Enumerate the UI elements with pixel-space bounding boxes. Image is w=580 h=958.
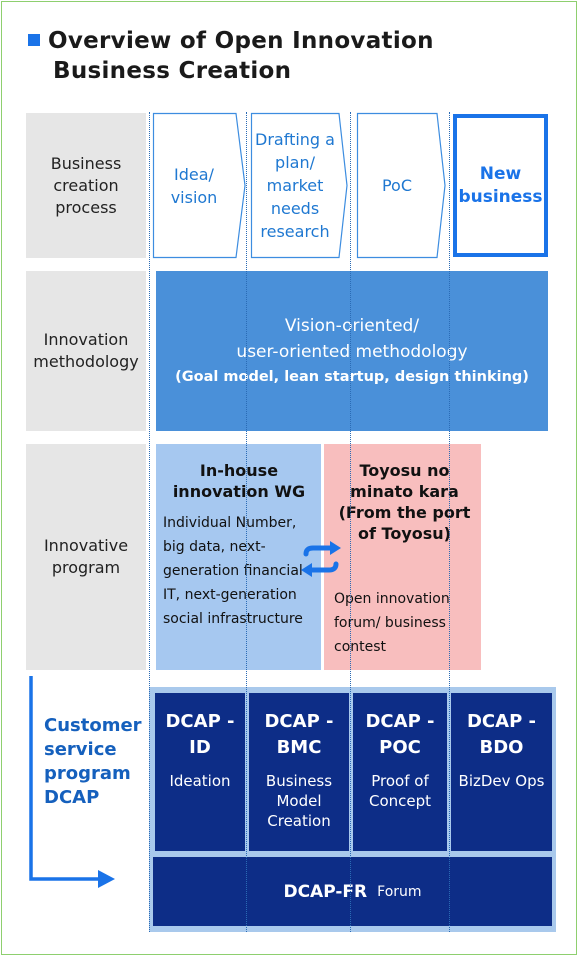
methodology-box: Vision-oriented/ user-oriented methodolo… (156, 271, 548, 431)
page-title: Overview of Open Innovation Business Cre… (48, 26, 548, 86)
dcap-program-label: Customer service program DCAP (44, 715, 142, 808)
dcap-module-desc: Business Model Creation (265, 772, 333, 830)
toyosu-box: Toyosu no minato kara (From the port of … (324, 444, 481, 670)
process-step-chevron (356, 112, 446, 259)
dcap-forum-code: DCAP-FR (283, 881, 368, 902)
process-step-chevron (152, 112, 246, 259)
inhouse-wg-body: Individual Number, big data, next-genera… (163, 515, 303, 627)
dcap-module-bdo: DCAP -BDO BizDev Ops (451, 693, 552, 851)
title-bullet-icon (28, 34, 40, 46)
methodology-line-1: Vision-oriented/ (284, 316, 420, 336)
column-divider (246, 112, 247, 932)
inhouse-wg-heading: In-house innovation WG (172, 461, 306, 501)
dcap-module-code: DCAP -ID (165, 711, 235, 758)
process-step-chevron (250, 112, 348, 259)
process-step-poc: PoC (381, 176, 413, 195)
dcap-forum-desc: Forum (377, 883, 422, 900)
inhouse-wg-box: In-house innovation WG Individual Number… (156, 444, 321, 670)
process-step-drafting: Drafting a plan/ market needs research (255, 130, 335, 241)
title-line-2: Business Creation (53, 58, 292, 84)
exchange-arrows-icon (301, 541, 341, 577)
column-divider (350, 112, 351, 932)
dcap-module-id: DCAP -ID Ideation (155, 693, 245, 851)
process-step-new-business: New business (453, 114, 548, 257)
row-label-program: Innovative program (26, 444, 146, 670)
process-step-idea: Idea/ vision (170, 164, 218, 207)
toyosu-heading: Toyosu no minato kara (From the port of … (338, 461, 471, 543)
dcap-module-code: DCAP -BDO (466, 711, 536, 758)
dcap-module-code: DCAP -BMC (264, 711, 334, 758)
l-shaped-arrow-icon (29, 676, 115, 888)
dcap-module-poc: DCAP -POC Proof of Concept (353, 693, 447, 851)
dcap-forum-box: DCAP-FR Forum (153, 857, 552, 926)
column-divider (449, 112, 450, 932)
methodology-line-3: (Goal model, lean startup, design thinki… (175, 369, 529, 385)
toyosu-body: Open innovation forum/ business contest (334, 591, 450, 655)
row-label-process: Business creation process (26, 113, 146, 258)
dcap-module-desc: Proof of Concept (368, 772, 432, 810)
methodology-line-2: user-oriented methodology (236, 342, 468, 362)
dcap-module-code: DCAP -POC (365, 711, 435, 758)
row-label-methodology: Innovation methodology (26, 271, 146, 431)
dcap-module-bmc: DCAP -BMC Business Model Creation (249, 693, 349, 851)
title-line-1: Overview of Open Innovation (48, 28, 434, 54)
dcap-module-desc: Ideation (169, 772, 231, 790)
column-divider (149, 112, 150, 932)
dcap-module-desc: BizDev Ops (458, 772, 545, 790)
